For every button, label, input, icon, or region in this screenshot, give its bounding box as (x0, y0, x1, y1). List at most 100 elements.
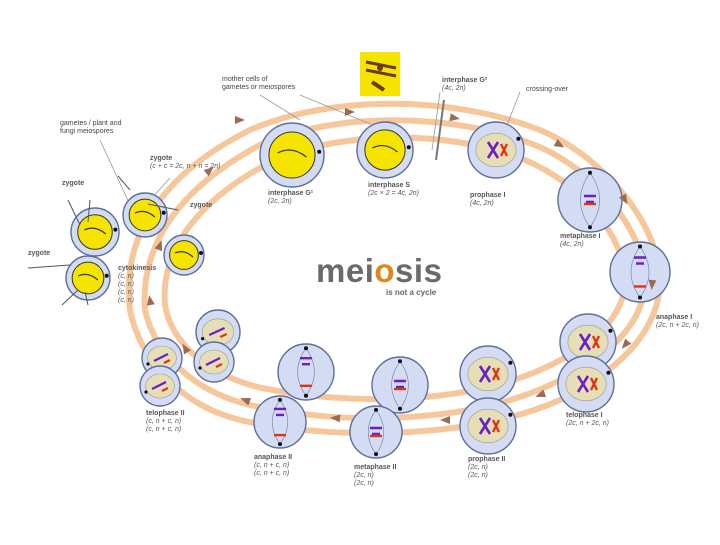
label-telophase-2-formula: (c, n + c, n) (c, n + c, n) (146, 418, 182, 433)
label-metaphase-2-formula: (2c, n) (2c, n) (354, 472, 374, 487)
cell-metaphase-2-bottom-spindle (367, 409, 385, 455)
cell-prophase-1 (467, 121, 525, 179)
label-zygote-2-title: zygote (190, 202, 213, 209)
cell-zygote-4 (65, 255, 111, 301)
cell-prophase-2-bottom-chromosome-a (478, 417, 492, 435)
cell-telophase-1-bottom-chromosome-a (576, 375, 590, 393)
cell-interphase-g1-chromosome (277, 149, 307, 158)
label-gametes: gametes / plant and fungi meiospores (60, 120, 122, 135)
label-telophase-2: telophase II(c, n + c, n) (c, n + c, n) (146, 410, 185, 434)
arrow-zygote-2a (27, 264, 71, 269)
cell-zygote-1-chromosome (83, 227, 107, 235)
flow-arrowhead-7 (621, 338, 632, 349)
cell-metaphase-1-pole-top (588, 170, 592, 175)
diagram-subtitle: is not a cycle (386, 288, 437, 297)
label-interphase-g2: interphase G²(4c, 2n) (442, 77, 487, 93)
cell-prophase-1-nucleus (475, 132, 517, 168)
label-crossing-over: crossing-over (526, 86, 569, 93)
cell-telophase-1-top-centriole (608, 328, 613, 333)
cell-telophase-2-d-chromosome-a (151, 381, 167, 390)
flow-arrowhead-5 (619, 193, 628, 205)
cell-prophase-2-bottom (459, 397, 517, 455)
label-telophase-1-formula: (2c, n + 2c, n) (566, 420, 609, 427)
cell-zygote-4-centriole (104, 273, 109, 278)
label-interphase-s-title: interphase S (368, 182, 411, 189)
cell-telophase-1-bottom-nucleus (565, 366, 607, 402)
label-interphase-g2-formula: (4c, 2n) (442, 85, 466, 92)
cell-anaphase-2-bottom-membrane (253, 395, 307, 449)
label-zygote-main: zygote(c + c = 2c, n + n = 2n) (150, 155, 220, 171)
cell-metaphase-2-bottom-pole-bottom (374, 452, 378, 457)
phase-divider-line (435, 99, 445, 161)
cell-metaphase-1 (557, 167, 623, 233)
crossing-over-chromosome-a (365, 60, 397, 78)
label-metaphase-1: metaphase I(4c, 2n) (560, 233, 600, 249)
flow-arrowhead-15 (203, 166, 214, 177)
cell-interphase-g1 (259, 122, 325, 188)
cell-telophase-2-d-centriole (144, 390, 148, 394)
leader-mother-cells-2 (299, 94, 381, 129)
cell-zygote-3-nucleus (169, 240, 199, 270)
cell-telophase-2-c-chromosome-b (163, 359, 171, 364)
cell-telophase-1-bottom-centriole (606, 370, 611, 375)
crossing-over-inset (360, 52, 400, 96)
cell-telophase-2-b-chromosome-b (215, 363, 223, 368)
label-prophase-1-title: prophase I (470, 192, 506, 199)
cell-prophase-2-bottom-centriole (508, 412, 513, 417)
flow-arrowhead-14 (154, 240, 163, 252)
label-zygote-3: zygote (28, 250, 50, 258)
cell-anaphase-2-top-pole-top (304, 346, 308, 351)
zygote-arrows (27, 175, 179, 306)
cell-zygote-3-centriole (199, 251, 203, 255)
cell-interphase-s-centriole (406, 145, 411, 150)
label-prophase-2-formula: (2c, n) (2c, n) (468, 464, 488, 479)
label-anaphase-1-title: anaphase I (656, 314, 693, 321)
arrow-zygote-1b (87, 199, 91, 223)
cell-anaphase-2-top-spindle (297, 347, 315, 397)
label-telophase-1: telophase I(2c, n + 2c, n) (566, 412, 609, 428)
cell-telophase-2-a-centriole (201, 337, 205, 341)
cell-telophase-1-top (559, 313, 617, 371)
label-interphase-g1: interphase G¹(2c, 2n) (268, 190, 313, 206)
cell-anaphase-2-top-membrane (277, 343, 335, 401)
label-mother-cells: mother cells of gametes or meiospores (222, 76, 296, 91)
cell-prophase-1-chromosome-b (499, 143, 509, 157)
cells-group (65, 108, 671, 459)
cell-prophase-2-top-chromosome-a (478, 365, 492, 383)
cell-anaphase-1-spindle (630, 246, 650, 298)
cell-anaphase-1 (609, 241, 671, 303)
arrow-zygote-1a (67, 199, 81, 226)
cell-zygote-1 (70, 207, 120, 257)
flow-arrowhead-9 (440, 416, 450, 424)
cell-prophase-1-chromosome-a (486, 141, 500, 159)
cell-telophase-2-c-centriole (146, 362, 150, 366)
cell-metaphase-2-top-membrane (371, 356, 429, 414)
cell-anaphase-2-bottom (253, 395, 307, 449)
cell-metaphase-2-top-pole-top (398, 359, 402, 364)
label-cytokinesis-title: cytokinesis (118, 265, 157, 272)
cell-metaphase-2-bottom-membrane (349, 405, 403, 459)
cell-anaphase-2-top-chromosome-a (300, 357, 312, 366)
arrow-zygote-2b (61, 289, 79, 306)
crossing-over-chromosome-b (370, 80, 386, 92)
cell-telophase-2-b (193, 341, 235, 383)
label-zygote-main-formula: (c + c = 2c, n + n = 2n) (150, 163, 221, 170)
flow-arrowhead-11 (240, 397, 252, 406)
arrow-zygote-3a (147, 203, 179, 211)
cell-interphase-g1-centriole (317, 149, 322, 154)
cell-telophase-1-bottom-chromosome-b (589, 377, 599, 391)
label-cytokinesis-formula: (c, n) (c, n) (c, n) (c, n) (118, 273, 134, 304)
cell-prophase-2-bottom-nucleus (467, 408, 509, 444)
flow-arrowhead-8 (535, 389, 547, 398)
cell-zygote-1-centriole (113, 227, 118, 232)
cell-interphase-s-chromosome (372, 144, 398, 153)
cell-interphase-s (356, 121, 414, 179)
cell-anaphase-1-chromosome-a (634, 256, 646, 265)
cell-anaphase-1-pole-bottom (638, 295, 642, 300)
flow-arrowhead-12 (182, 343, 191, 355)
cell-anaphase-1-membrane (609, 241, 671, 303)
leader-gametes (99, 139, 131, 206)
cell-zygote-1-nucleus (77, 214, 113, 250)
label-zygote-1-title: zygote (62, 180, 85, 187)
